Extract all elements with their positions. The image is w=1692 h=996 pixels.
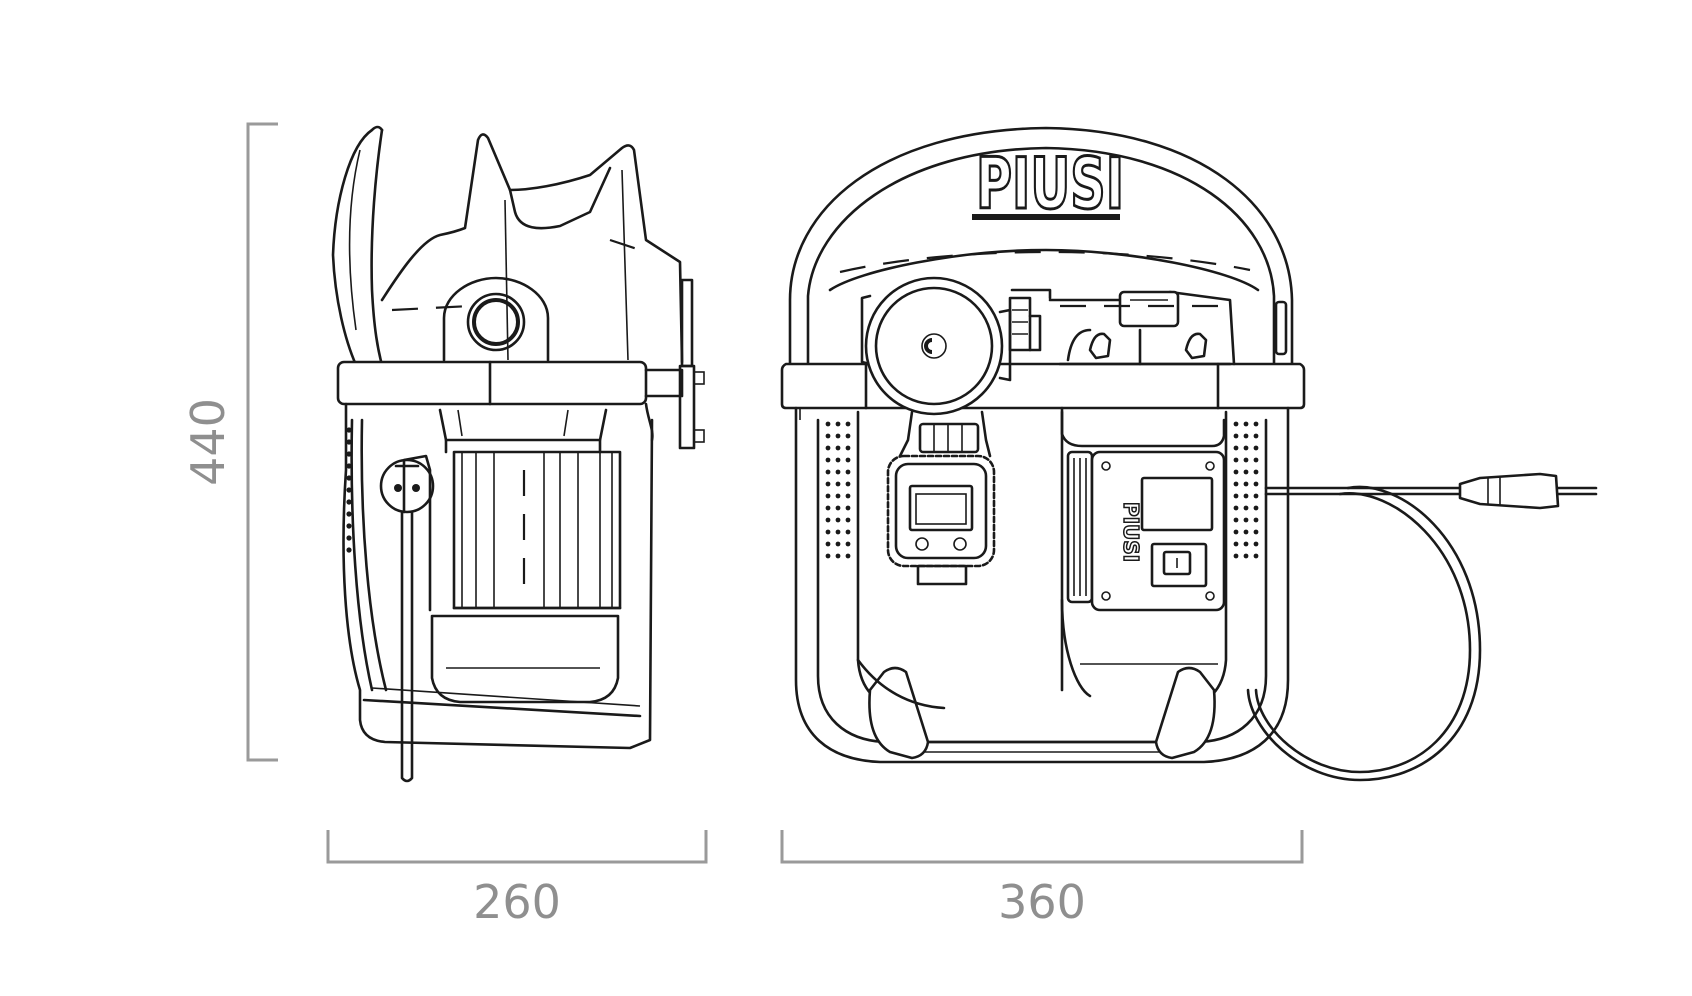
- side-view: [331, 125, 705, 783]
- front-width-dimension: 360: [780, 830, 1304, 929]
- side-width-dimension-label: 260: [473, 875, 561, 929]
- vent-grill-right: [1233, 421, 1259, 559]
- control-box: PIUSI: [1060, 406, 1226, 698]
- filter-housing: [860, 276, 1012, 416]
- flow-meter: [886, 454, 996, 586]
- piusi-logo-text: PIUSI: [976, 143, 1124, 225]
- vent-dots-side: [346, 427, 352, 553]
- control-box-logo-text: PIUSI: [1119, 502, 1143, 562]
- front-width-dimension-label: 360: [998, 875, 1086, 929]
- side-width-dimension: 260: [326, 830, 708, 929]
- vent-grill-left: [825, 421, 851, 559]
- height-dimension: 440: [181, 122, 278, 762]
- power-cable: [1246, 472, 1598, 782]
- height-dimension-label: 440: [181, 398, 235, 486]
- front-view: PIUSI: [780, 126, 1598, 782]
- piusi-logo: PIUSI: [972, 142, 1126, 227]
